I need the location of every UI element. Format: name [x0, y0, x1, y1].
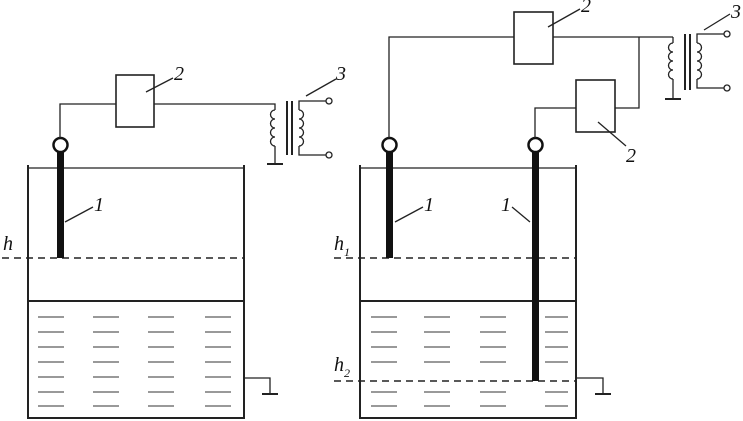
right-system: h 1 h 2 1 1 2 2 [334, 0, 741, 419]
level-label-h2-subscript: 2 [344, 366, 350, 380]
transformer-right [665, 30, 731, 100]
electrode-terminal-left [52, 136, 69, 154]
wire-relay-lower-bus [615, 37, 640, 109]
relay-box-top [513, 11, 554, 65]
label-transformer-left: 3 [335, 63, 346, 85]
leader-electrode-short [394, 206, 424, 223]
level-label-h2: h [334, 354, 344, 376]
electrode-short-right [386, 151, 393, 258]
electrode-left [57, 151, 64, 258]
label-transformer-right: 3 [730, 1, 741, 23]
level-label-h1: h [334, 233, 344, 255]
tank-ground-wire-left [244, 377, 271, 394]
leader-electrode-left [64, 206, 94, 223]
electrode-long-right [532, 151, 539, 381]
left-system: h 1 2 3 [2, 63, 346, 419]
leader-relay-left [145, 77, 174, 93]
wire-relay-transformer-left [154, 103, 276, 110]
leader-transformer-right [703, 13, 731, 31]
wire-electrode-relay-top [388, 36, 514, 138]
tank-ground-wire-right [576, 377, 604, 394]
level-label-h1-subscript: 1 [344, 245, 350, 259]
tank-left [27, 165, 245, 419]
leader-relay-top [547, 8, 581, 28]
leader-transformer-left [305, 78, 337, 97]
wire-electrode-relay-left [59, 103, 116, 138]
liquid-hatch-left [38, 316, 231, 407]
transformer-left [267, 97, 333, 165]
electrode-long-terminal [527, 136, 544, 154]
relay-box-lower [575, 79, 616, 133]
leader-electrode-long [511, 206, 531, 223]
label-relay-top: 2 [581, 0, 591, 17]
leader-relay-lower [597, 121, 627, 147]
label-relay-lower: 2 [626, 145, 636, 167]
electrode-short-terminal [381, 136, 398, 154]
level-label-h: h [3, 233, 13, 255]
liquid-hatch-right [371, 316, 568, 407]
label-electrode-long: 1 [501, 194, 511, 216]
relay-box-left [115, 74, 155, 128]
label-electrode-left: 1 [94, 194, 104, 216]
wire-electrode-relay-lower [534, 107, 576, 138]
label-relay-left: 2 [174, 63, 184, 85]
label-electrode-short: 1 [424, 194, 434, 216]
tank-right [359, 165, 577, 419]
